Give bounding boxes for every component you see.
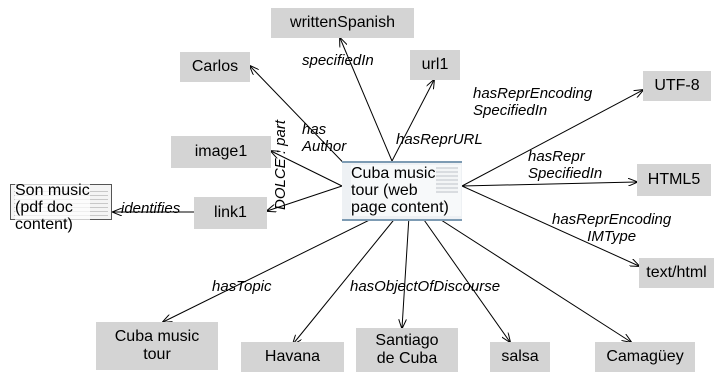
node-writtenspanish: writtenSpanish: [271, 8, 414, 38]
node-santiago-de-cuba: Santiago de Cuba: [356, 328, 458, 372]
label-hasreprencoding-specifiedin: hasReprEncoding SpecifiedIn: [473, 85, 593, 119]
label-hasrepr-specifiedin: hasRepr SpecifiedIn: [528, 148, 603, 182]
label-specifiedin: specifiedIn: [302, 52, 374, 69]
node-web-page-content: Cuba music tour (web page content): [342, 161, 462, 221]
edge-havana-arrow: [293, 199, 411, 344]
node-son-music-pdf: Son music (pdf doc content): [10, 182, 112, 233]
edge-image1-arrow: [271, 151, 343, 187]
label-has-author: has Author: [302, 121, 347, 155]
edge-html5-arrow: [461, 182, 637, 187]
label-dolce-part: DOLCE : part: [272, 119, 289, 210]
label-hastopic: hasTopic: [212, 278, 272, 295]
label-hasreprurl: hasReprURL: [396, 131, 483, 148]
son-music-label: Son music (pdf doc content): [15, 182, 90, 233]
edge-utf8-arrow: [461, 90, 643, 187]
edge-santiago-arrow: [402, 199, 411, 328]
node-link1: link1: [194, 197, 267, 229]
node-carlos: Carlos: [180, 52, 250, 82]
node-salsa: salsa: [490, 342, 550, 372]
node-image1: image1: [171, 136, 271, 168]
node-text-html: text/html: [639, 258, 714, 288]
node-camaguey: Camagüey: [595, 342, 695, 372]
node-havana: Havana: [241, 342, 344, 372]
edge-link1-arrow: [267, 185, 343, 211]
label-hasobjectofdiscourse: hasObjectOfDiscourse: [350, 278, 501, 295]
edge-salsa-arrow: [409, 199, 510, 342]
edge-hasreprurl-arrow: [391, 80, 434, 162]
center-node-label: Cuba music tour (web page content): [351, 165, 461, 216]
node-html5: HTML5: [637, 164, 711, 196]
node-utf8: UTF-8: [643, 71, 711, 101]
edge-texthtml-arrow: [461, 185, 639, 266]
edge-hasauthor-arrow: [250, 66, 361, 181]
edge-camaguey-arrow: [409, 199, 631, 342]
node-cuba-music-tour: Cuba music tour: [96, 322, 218, 370]
node-url1: url1: [410, 50, 460, 80]
label-hasreprencoding-imtype: hasReprEncoding IMType: [552, 211, 672, 245]
edge-specifiedin-arrow: [340, 38, 393, 162]
label-identifies: identifies: [121, 200, 181, 217]
